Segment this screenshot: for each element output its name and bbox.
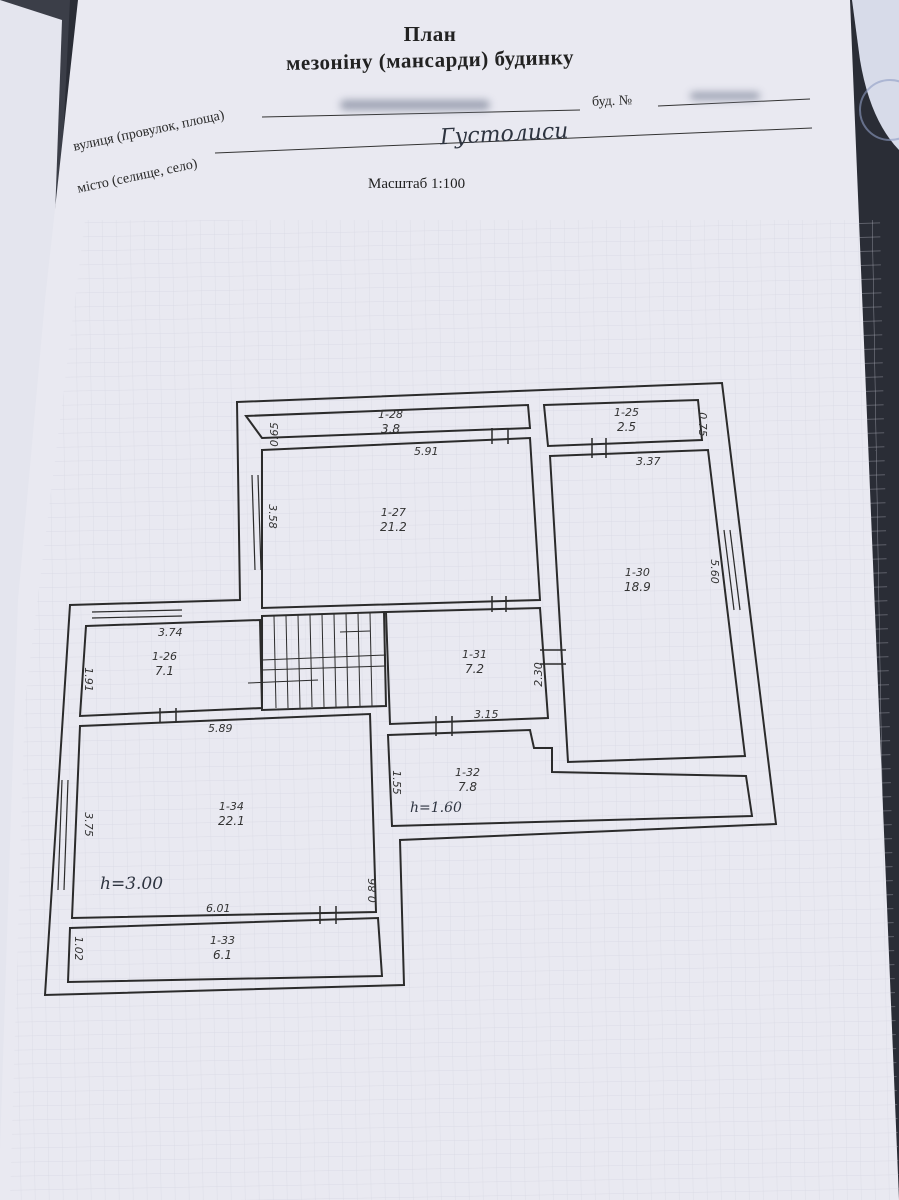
room-area: 7.8	[457, 780, 478, 794]
room-id: 1-32	[455, 766, 480, 779]
dim-label: 3.15	[474, 708, 499, 721]
dim-label: 6.01	[206, 902, 231, 915]
dim-label: 5.91	[414, 445, 439, 458]
room-area: 2.5	[616, 420, 637, 434]
dim-label: 3.75	[81, 812, 95, 837]
room-label-1-30: 1-30 18.9	[624, 566, 651, 595]
room-id: 1-27	[380, 506, 406, 519]
room-label-1-27: 1-27 21.2	[380, 506, 407, 535]
room-area: 21.2	[380, 520, 407, 534]
dim-label: 0.86	[365, 878, 379, 903]
room-area: 7.2	[464, 662, 485, 676]
room-id: 1-31	[462, 648, 487, 661]
outer-wall	[43, 381, 778, 997]
dim-label: 3.37	[636, 455, 661, 468]
wall-room-1-25	[542, 398, 704, 448]
redacted-house-number	[690, 92, 760, 100]
wall-stairs	[261, 610, 388, 712]
dim-label: 5.89	[208, 722, 233, 735]
dim-label: 1.55	[389, 770, 403, 795]
room-area: 18.9	[624, 580, 651, 594]
room-id: 1-30	[624, 566, 650, 579]
wall-room-1-30	[548, 448, 747, 764]
room-area: 6.1	[212, 948, 233, 962]
room-label-1-25: 1-25 2.5	[614, 406, 639, 435]
room-label-1-31: 1-31 7.2	[462, 648, 487, 677]
room-id: 1-26	[152, 650, 177, 663]
scale-label: Масштаб 1:100	[368, 176, 466, 192]
ceiling-height-small: h=1.60	[410, 800, 462, 816]
form-lines	[214, 98, 813, 154]
wall-room-1-32	[386, 728, 754, 828]
wall-room-1-31	[384, 606, 550, 726]
room-area: 22.1	[218, 814, 245, 828]
dim-label: 1.91	[81, 667, 95, 692]
room-label-1-33: 1-33 6.1	[210, 934, 235, 963]
dim-label: 3.58	[265, 504, 279, 529]
dim-label: 5.60	[707, 559, 721, 584]
wall-room-1-33	[66, 916, 384, 984]
wall-room-1-27	[261, 436, 542, 610]
plan-title: План	[403, 22, 457, 46]
dim-label: 0.75	[695, 412, 709, 437]
redacted-street	[340, 100, 490, 110]
ceiling-height-main: h=3.00	[100, 874, 164, 894]
wall-room-1-28	[244, 403, 532, 440]
dim-label: 3.74	[158, 626, 183, 639]
room-label-1-28: 1-28 3.8	[378, 408, 403, 437]
room-area: 7.1	[154, 664, 175, 678]
wall-room-1-34	[70, 712, 378, 920]
room-id: 1-34	[218, 800, 244, 813]
dim-label: 1.02	[71, 936, 85, 961]
room-id: 1-28	[378, 408, 403, 421]
room-label-1-26: 1-26 7.1	[152, 650, 177, 679]
room-label-1-34: 1-34 22.1	[218, 800, 245, 829]
room-id: 1-25	[614, 406, 639, 419]
dim-label: 0.65	[267, 422, 281, 447]
dim-label: 2.30	[531, 662, 545, 687]
room-label-1-32: 1-32 7.8	[455, 766, 480, 795]
room-area: 3.8	[380, 422, 401, 436]
room-id: 1-33	[210, 934, 235, 947]
